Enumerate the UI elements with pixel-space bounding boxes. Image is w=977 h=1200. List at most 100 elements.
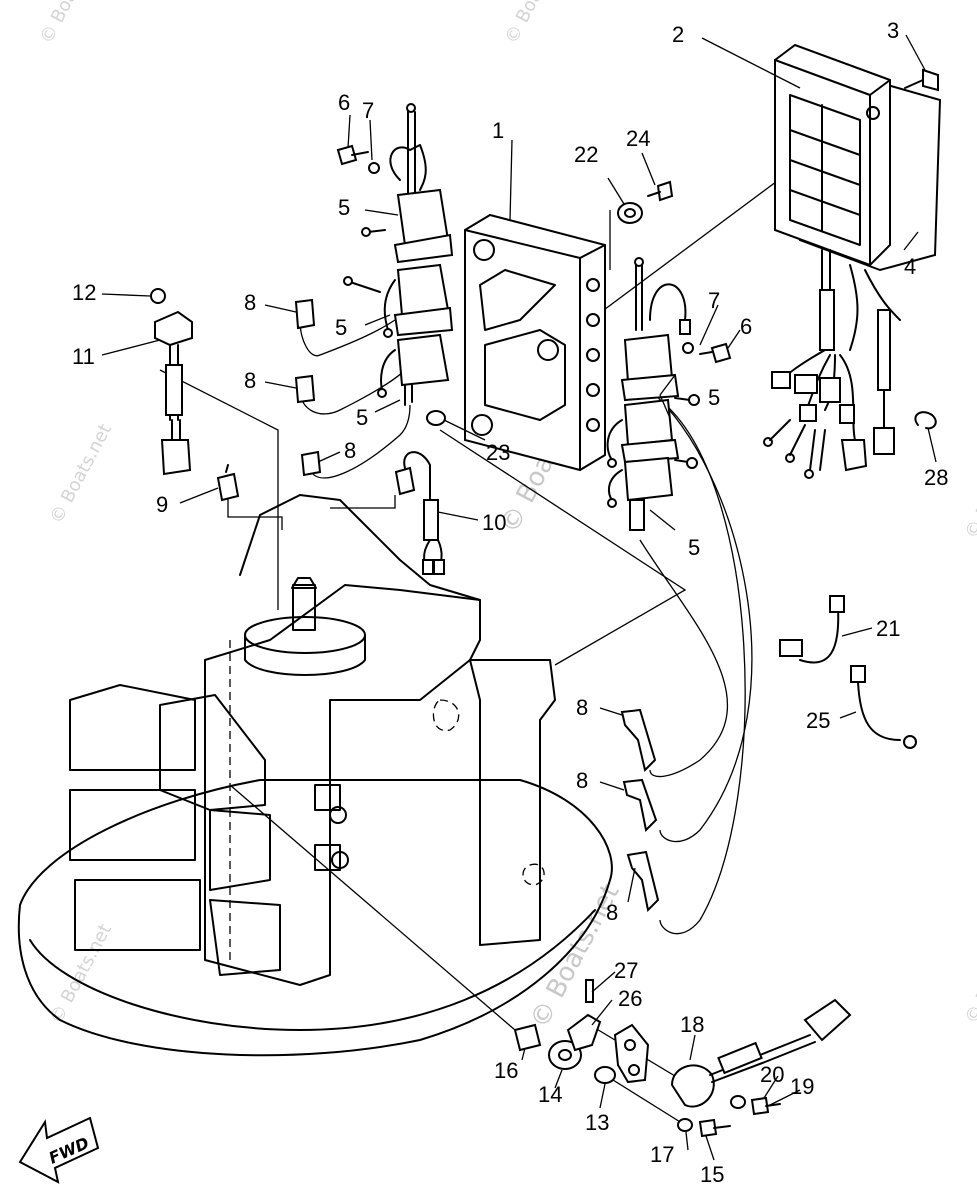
- part-24-bolt-head: [656, 180, 674, 202]
- part-10-lead-b: [433, 559, 445, 575]
- part-6-bolt-right-shank: [699, 351, 713, 355]
- coil-right-top-connector: [679, 319, 691, 335]
- line-9-to-engine: [227, 495, 283, 530]
- part-11-connector: [160, 439, 192, 476]
- watermark-right-bottom: © Boats.net: [961, 921, 977, 1028]
- part-9-switch: [216, 472, 240, 502]
- part-21-connector-end: [779, 639, 803, 657]
- coil-left-screw-b: [343, 276, 353, 286]
- part-7-washer-left: [368, 162, 380, 174]
- coil-right-screw-a: [688, 394, 700, 406]
- callout-5a: 5: [338, 195, 350, 220]
- bottom-cowl-rim: [29, 909, 596, 1031]
- plate-hole-1: [473, 239, 495, 261]
- cylinder-cover-2: [209, 809, 271, 891]
- part-11-sensor-sleeve: [165, 364, 183, 416]
- part-10-sensor-head: [394, 466, 416, 496]
- part-18-sensor: [670, 1064, 715, 1108]
- part-14-damper: [548, 1040, 582, 1070]
- cylinder-cover-1: [159, 694, 266, 811]
- cdi-wire-ends: [769, 419, 826, 471]
- part-11-connector-neck: [171, 419, 181, 441]
- coil-right-terminal-b: [607, 498, 617, 508]
- callout-4: 4: [904, 254, 916, 279]
- callout-24: 24: [626, 126, 650, 151]
- coil-right-1-mount: [620, 373, 680, 402]
- crankshaft-cap: [291, 577, 317, 589]
- callout-8a: 8: [244, 290, 256, 315]
- part-8-cap-5: [622, 778, 658, 833]
- part-16-grommet: [513, 1023, 542, 1052]
- watermark-top-left: © Boats.net: [36, 0, 106, 47]
- coil-stack-left: [336, 103, 454, 406]
- part-8-cap-4: [620, 708, 657, 772]
- part-23-washer: [426, 410, 446, 426]
- assembly-lines: [159, 111, 871, 1126]
- crankshaft-top: [292, 584, 316, 631]
- part-25-wire: [857, 681, 901, 741]
- callout-14: 14: [538, 1082, 562, 1107]
- part-7-washer-right: [682, 342, 694, 354]
- part-6-bolt-left-shank: [351, 151, 369, 156]
- part-15-bolt: [698, 1118, 718, 1138]
- callout-5c: 5: [356, 405, 368, 430]
- bracket-plate-hole-b: [628, 1064, 640, 1076]
- cylinder-cover-3: [209, 899, 281, 976]
- callout-10: 10: [482, 510, 506, 535]
- part-11-sensor-head: [154, 310, 193, 347]
- callout-7b: 7: [708, 288, 720, 313]
- coil-left-mount-screws: [349, 229, 386, 293]
- connector-b: [794, 374, 818, 394]
- callout-13: 13: [585, 1110, 609, 1135]
- part-3-screw-shank: [904, 79, 924, 89]
- part-3-screw: [922, 68, 939, 92]
- part-10-lead-a: [422, 559, 434, 575]
- plate-boss-1: [586, 278, 600, 292]
- part-18-sleeve: [717, 1041, 763, 1075]
- crankcase: [469, 659, 556, 946]
- callout-labels: 1 2 3 4 5 5 5 5 5 6 7 6 7 8 8 8 8 8 8 9 …: [72, 18, 948, 1187]
- callout-15: 15: [700, 1162, 724, 1187]
- plate-boss-4: [586, 383, 600, 397]
- part-19-screw: [750, 1096, 770, 1116]
- part-2-cdi-unit: [763, 43, 942, 479]
- cdi-fins-frame: [789, 94, 861, 246]
- coil-left-3: [396, 333, 450, 387]
- coil-left-plug-wire: [407, 109, 416, 201]
- cdi-harness-sleeve-2: [877, 309, 891, 391]
- ring-terminal-c: [804, 469, 814, 479]
- small-parts: [150, 180, 937, 1138]
- line-16-to-engine: [229, 784, 516, 1031]
- cdi-box: [774, 43, 891, 267]
- coil-right-3-boot: [629, 499, 645, 531]
- callout-11: 11: [72, 344, 95, 369]
- callout-27: 27: [614, 958, 638, 983]
- coil-right-screw-b: [686, 457, 698, 469]
- part-27-pin: [585, 979, 594, 1003]
- line-23-to-block: [439, 429, 687, 666]
- part-8-cap-3: [300, 450, 322, 477]
- power-head-top: [239, 494, 481, 601]
- coil-left-1-mount: [393, 233, 454, 264]
- callout-7a: 7: [362, 98, 374, 123]
- part-6-bolt-right: [710, 342, 732, 364]
- watermark-left-bottom: © Boats.net: [46, 921, 116, 1028]
- callout-8c: 8: [344, 438, 356, 463]
- coil-right-side-wire: [649, 283, 687, 321]
- part-6-bolt-left: [336, 144, 358, 166]
- part-14-damper-hole: [558, 1049, 572, 1061]
- ring-terminal-a: [763, 437, 773, 447]
- part-20-washer: [730, 1095, 746, 1109]
- flywheel-side: [244, 634, 366, 676]
- connector-a: [771, 371, 791, 389]
- part-22-grommet-hole: [624, 208, 636, 218]
- part-13-washer: [594, 1066, 616, 1084]
- callout-16: 16: [494, 1058, 518, 1083]
- plate-boss-5: [586, 418, 600, 432]
- coil-left-wires: [380, 279, 396, 391]
- bottom-cowl-pan: [17, 779, 613, 1057]
- part-18-connector: [803, 998, 852, 1042]
- line-10-to-engine: [330, 495, 396, 509]
- part-21-connector-top: [829, 595, 845, 613]
- part-8-cap-1: [294, 298, 316, 330]
